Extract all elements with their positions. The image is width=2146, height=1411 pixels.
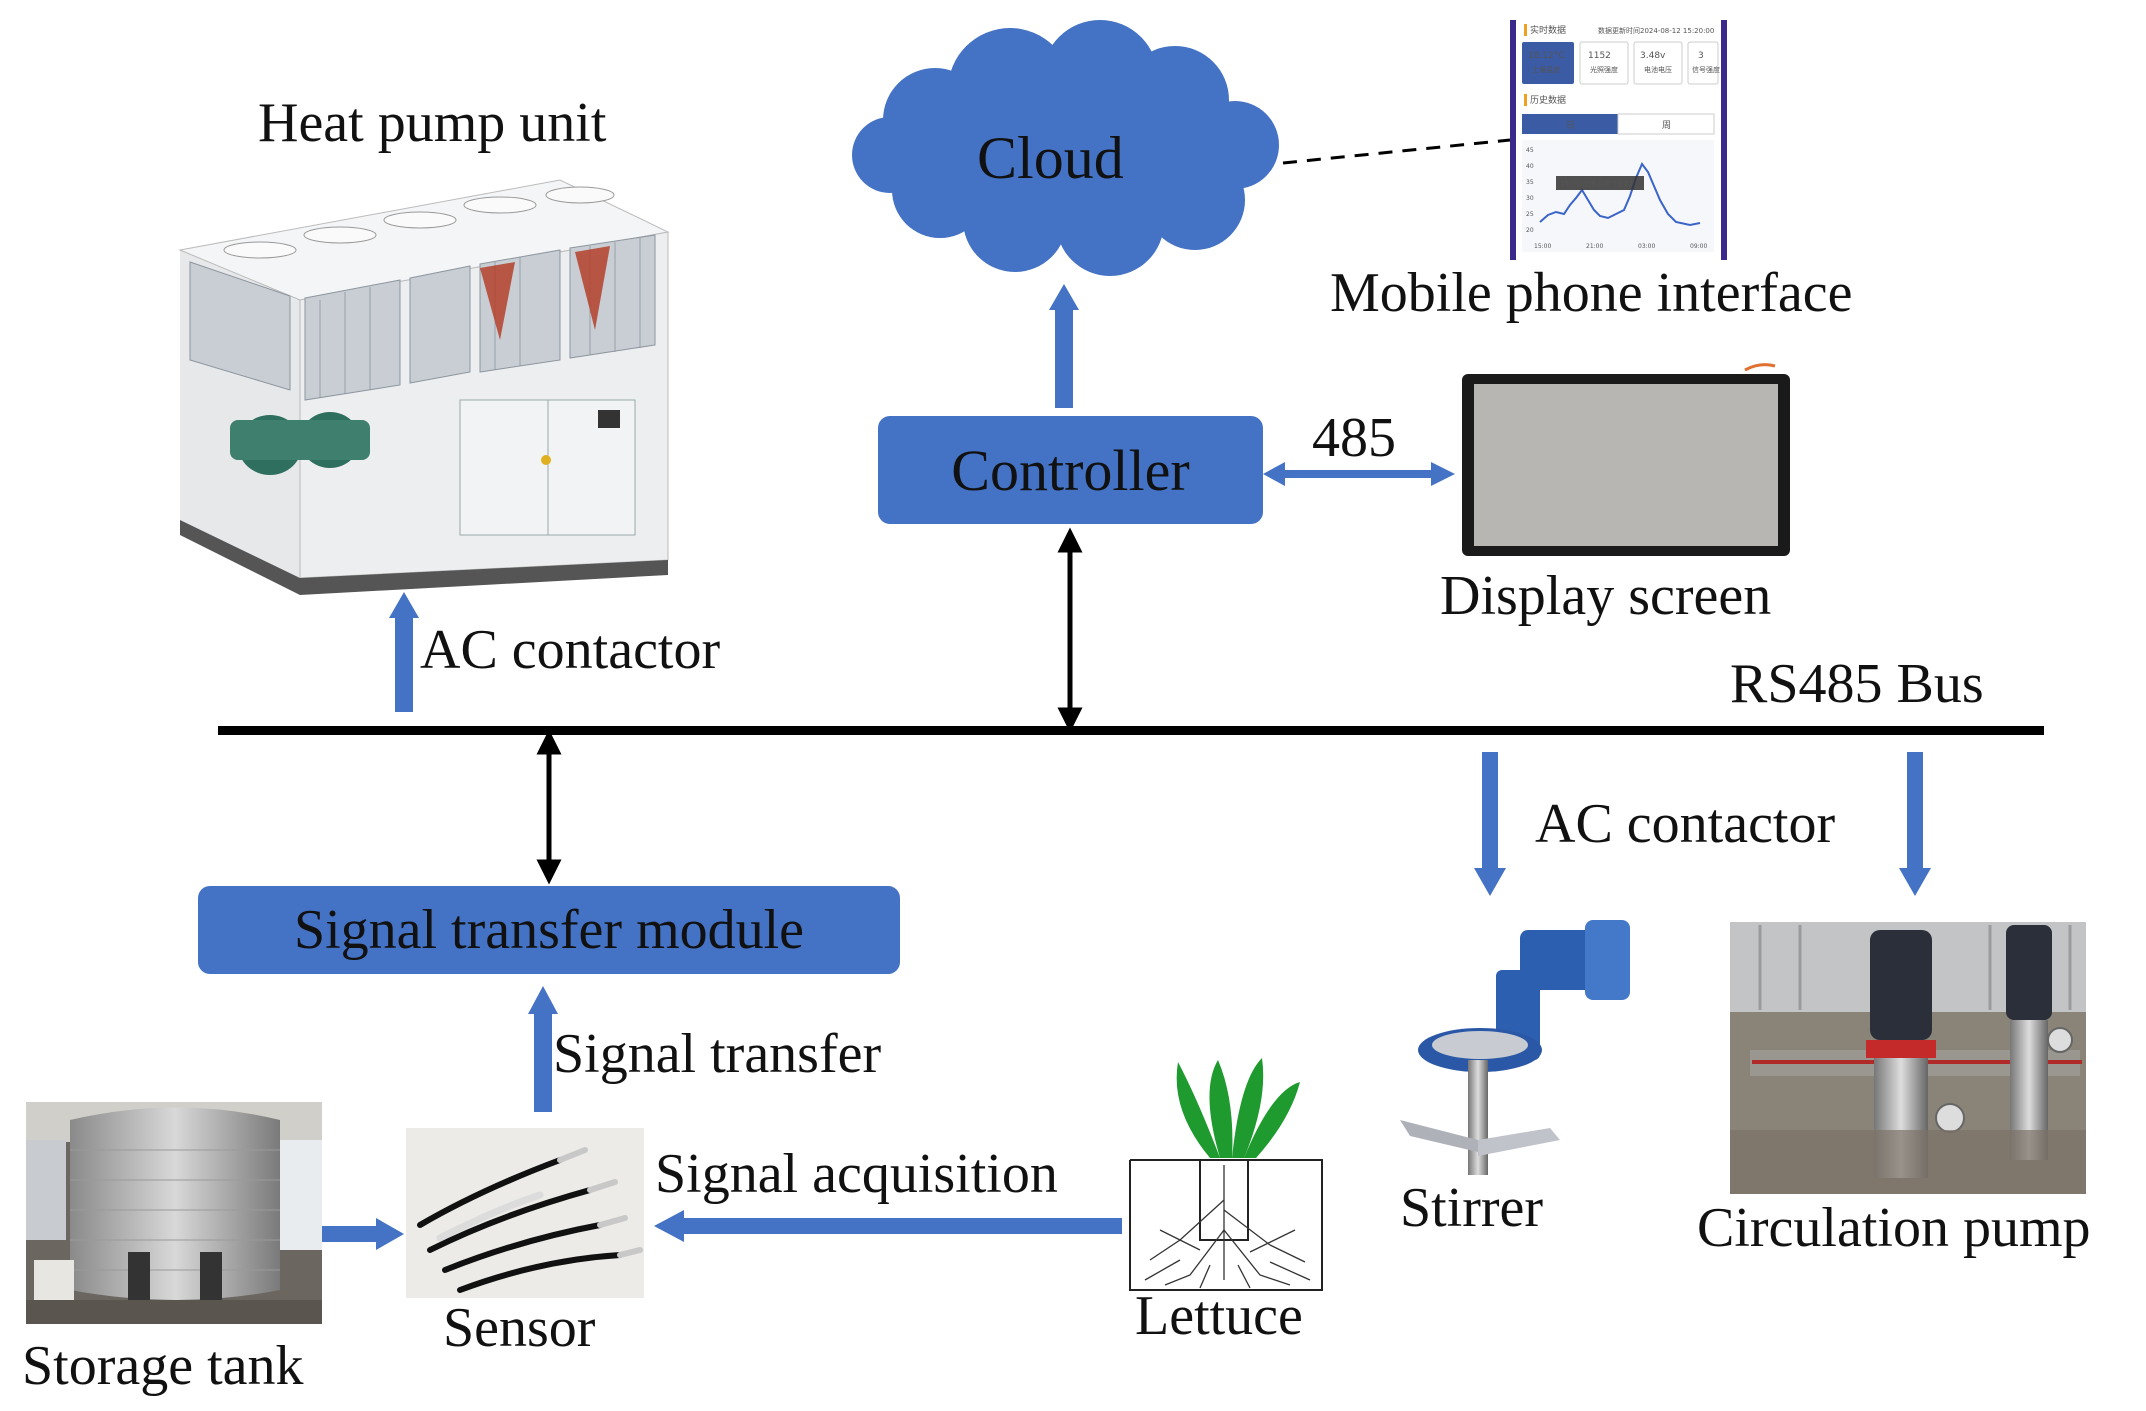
storage-tank-label: Storage tank [22,1335,304,1397]
phone-card2-label: 光照强度 [1590,65,1618,74]
storage-tank-image [26,1102,322,1324]
phone-tab-day: 日 [1566,120,1575,131]
phone-update-time: 数据更新时间2024-08-12 15:20:00 [1598,26,1714,35]
heat-pump-unit-image [178,179,670,595]
signal-acquisition-label: Signal acquisition [655,1143,1058,1205]
circulation-pump-ac-arrow [1899,752,1931,896]
mobile-phone-screenshot: 实时数据 数据更新时间2024-08-12 15:20:00 18.12°C 土… [1510,20,1727,260]
heat-pump-ac-arrow [389,592,419,712]
phone-card3-label: 电池电压 [1644,65,1672,74]
stirrer-image [1400,920,1630,1175]
phone-y-tick: 30 [1526,195,1534,202]
phone-y-tick: 25 [1526,211,1534,218]
rs485-bus-label: RS485 Bus [1730,653,1984,715]
display-screen-image [1462,363,1790,556]
phone-x-ticks: 15:00 21:00 03:00 09:00 [1534,243,1707,250]
controller-display-485-arrow [1263,462,1455,486]
controller-box: Controller [878,416,1263,524]
phone-y-tick: 35 [1526,179,1534,186]
stirrer-label: Stirrer [1400,1177,1544,1239]
cloud-shape [852,20,1279,276]
heat-pump-unit-label: Heat pump unit [258,92,607,154]
mobile-phone-interface-label: Mobile phone interface [1330,262,1853,324]
phone-card1-value: 18.12°C [1528,51,1565,61]
phone-section-realtime: 实时数据 [1530,24,1566,36]
phone-card4-value: 3 [1698,51,1704,61]
phone-y-ticks: 45 40 35 30 25 20 [1526,147,1534,234]
sensor-label: Sensor [443,1297,596,1359]
phone-card3-value: 3.48v [1640,51,1666,61]
lettuce-to-sensor-arrow [654,1210,1122,1242]
phone-card1-label: 土壤温度 [1532,65,1560,74]
phone-y-tick: 40 [1526,163,1534,170]
display-screen-label: Display screen [1440,565,1772,627]
signal-transfer-label: Signal transfer [553,1023,882,1085]
cloud-label: Cloud [977,125,1124,191]
phone-y-tick: 45 [1526,147,1534,154]
phone-tab-week: 周 [1662,120,1671,131]
phone-section-history: 历史数据 [1530,94,1566,106]
signal-transfer-module-box: Signal transfer module [198,886,900,974]
phone-x-tick: 03:00 [1638,243,1655,250]
sensor-to-module-arrow [528,986,558,1112]
phone-card4-label: 信号强度 [1692,65,1720,74]
ac-contactor-right-label: AC contactor [1535,793,1836,855]
phone-x-tick: 21:00 [1586,243,1603,250]
protocol-485-label: 485 [1312,407,1396,469]
phone-card2-value: 1152 [1588,51,1611,61]
phone-tooltip: 15:00 土壤温度 21.12 [1560,179,1633,188]
cloud-phone-dashed-link [1282,138,1511,165]
phone-x-tick: 09:00 [1690,243,1707,250]
signal-transfer-module-label: Signal transfer module [293,899,805,961]
circulation-pump-label: Circulation pump [1697,1197,2091,1259]
phone-x-tick: 15:00 [1534,243,1551,250]
circulation-pump-image [1730,922,2086,1194]
lettuce-drawing [1129,1058,1323,1291]
stirrer-ac-arrow [1474,752,1506,896]
ac-contactor-heat-pump-label: AC contactor [420,619,721,681]
controller-label: Controller [951,437,1190,503]
phone-temperature-line [1539,162,1701,227]
sensor-image [406,1128,644,1298]
lettuce-label: Lettuce [1135,1285,1303,1347]
tank-to-sensor-arrow [322,1218,404,1250]
rs485-bus-line [218,726,2044,735]
controller-to-cloud-arrow [1049,284,1079,408]
phone-y-tick: 20 [1526,227,1534,234]
